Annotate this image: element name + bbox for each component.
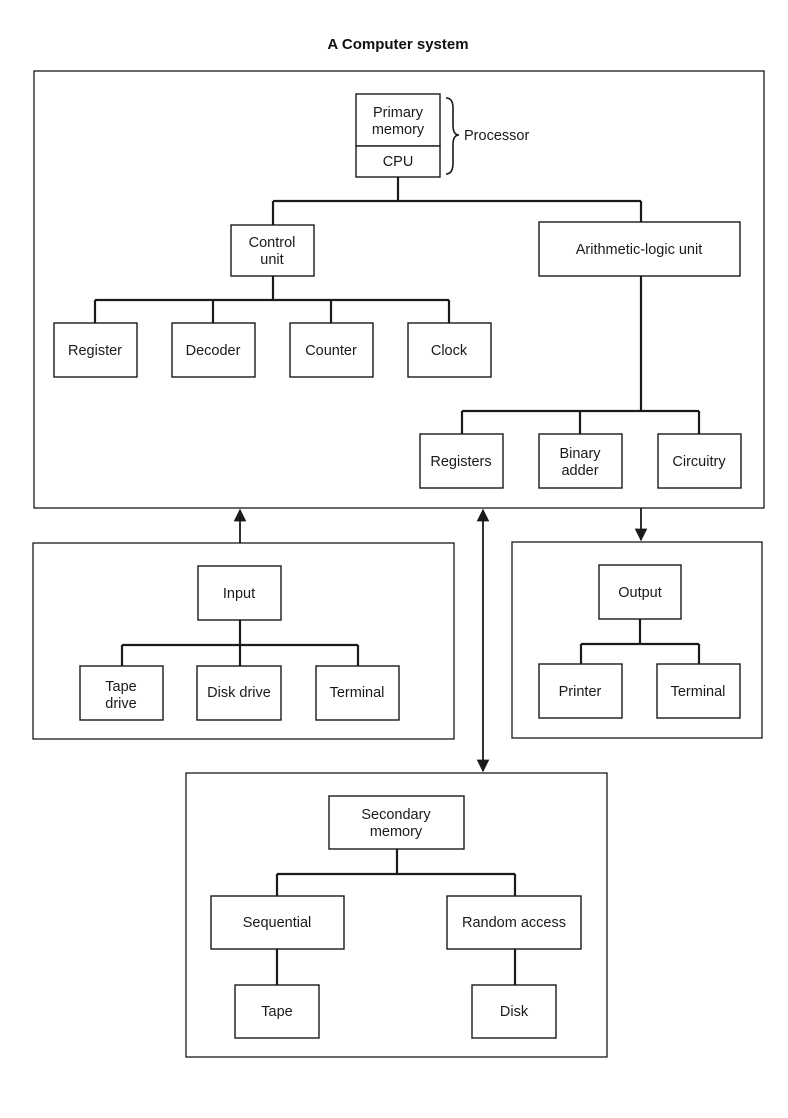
cpu-label: CPU [383, 154, 414, 170]
svg-text:Secondary: Secondary [361, 807, 431, 823]
svg-text:Tape: Tape [105, 679, 136, 695]
input-terminal-node: Terminal [315, 665, 400, 721]
registers-label: Registers [430, 454, 491, 470]
cpu-node: CPU [355, 145, 441, 178]
svg-text:Binary: Binary [559, 446, 601, 462]
svg-text:Primary: Primary [373, 105, 424, 121]
secondary-group-frame [185, 772, 608, 1058]
random-access-label: Random access [462, 915, 566, 931]
tape-label: Tape [261, 1004, 292, 1020]
alu-node: Arithmetic-logic unit [538, 221, 741, 277]
circuitry-node: Circuitry [657, 433, 742, 489]
binary-adder-node: Binary adder [538, 433, 623, 489]
svg-text:memory: memory [372, 122, 425, 138]
output-terminal-node: Terminal [656, 663, 741, 719]
tape-drive-label-line-2: drive [105, 696, 136, 712]
svg-text:memory: memory [370, 824, 423, 840]
processor-brace [445, 97, 460, 175]
tape-drive-node: Tape drive [79, 665, 164, 721]
output-group-frame [511, 541, 763, 739]
svg-text:drive: drive [105, 696, 136, 712]
svg-text:Control: Control [249, 235, 296, 251]
disk-node: Disk [471, 984, 557, 1039]
tree-links [93, 177, 701, 985]
counter-node: Counter [289, 322, 374, 378]
clock-label: Clock [431, 343, 468, 359]
tape-drive-label-line-1: Tape [105, 679, 136, 695]
output-label: Output [618, 585, 662, 601]
alu-label: Arithmetic-logic unit [576, 242, 703, 258]
disk-drive-node: Disk drive [196, 665, 282, 721]
primary-memory-node: Primary memory [355, 93, 441, 147]
disk-drive-label: Disk drive [207, 685, 271, 701]
register-label: Register [68, 343, 122, 359]
printer-label: Printer [559, 684, 602, 700]
processor-group-frame [33, 70, 765, 509]
binary-adder-label-line-2: adder [561, 463, 598, 479]
input-node: Input [197, 565, 282, 621]
secondary-memory-label-line-1: Secondary [361, 807, 431, 823]
binary-adder-label-line-1: Binary [559, 446, 601, 462]
decoder-label: Decoder [186, 343, 241, 359]
printer-node: Printer [538, 663, 623, 719]
random-access-node: Random access [446, 895, 582, 950]
decoder-node: Decoder [171, 322, 256, 378]
control-unit-label-line-1: Control [249, 235, 296, 251]
primary-memory-label-line-2: memory [372, 122, 425, 138]
disk-label: Disk [500, 1004, 529, 1020]
input-group-frame [32, 542, 455, 740]
diagram-title: A Computer system [327, 36, 469, 53]
sequential-label: Sequential [243, 915, 312, 931]
output-node: Output [598, 564, 682, 620]
control-unit-label-line-2: unit [260, 252, 283, 268]
svg-text:adder: adder [561, 463, 598, 479]
secondary-memory-node: Secondary memory [328, 795, 465, 850]
sequential-node: Sequential [210, 895, 345, 950]
control-unit-node: Control unit [230, 224, 315, 277]
registers-node: Registers [419, 433, 504, 489]
clock-node: Clock [407, 322, 492, 378]
input-label: Input [223, 586, 255, 602]
circuitry-label: Circuitry [672, 454, 726, 470]
register-node: Register [53, 322, 138, 378]
secondary-memory-label-line-2: memory [370, 824, 423, 840]
tape-node: Tape [234, 984, 320, 1039]
counter-label: Counter [305, 343, 357, 359]
processor-label: Processor [464, 128, 529, 144]
svg-text:unit: unit [260, 252, 283, 268]
output-terminal-label: Terminal [671, 684, 726, 700]
primary-memory-label-line-1: Primary [373, 105, 424, 121]
input-terminal-label: Terminal [330, 685, 385, 701]
